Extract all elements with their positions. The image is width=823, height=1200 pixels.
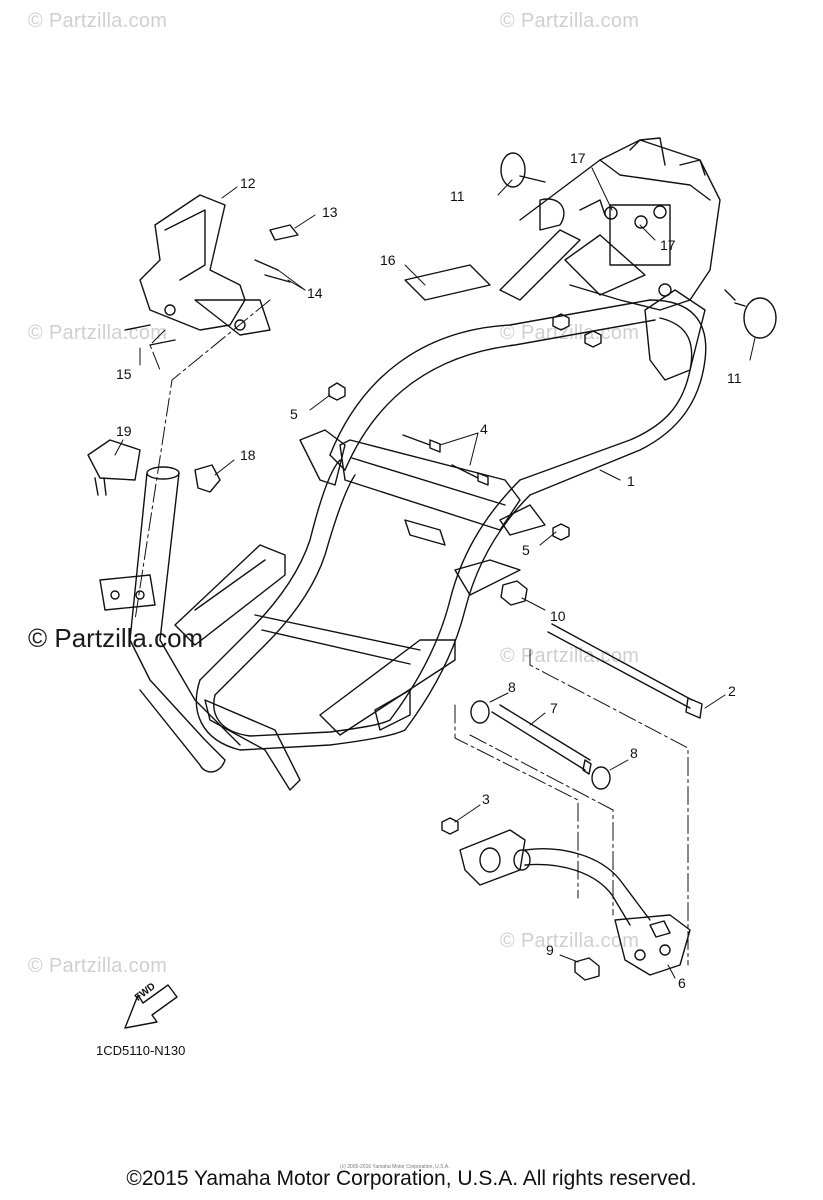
- leader-lines: [114, 167, 756, 979]
- callout-11: 11: [727, 370, 742, 386]
- callout-7: 7: [550, 700, 558, 716]
- callout-8: 8: [630, 745, 638, 761]
- callout-11: 11: [450, 188, 465, 204]
- callout-17: 17: [570, 150, 586, 166]
- callout-16: 16: [380, 252, 396, 268]
- callout-1: 1: [627, 473, 635, 489]
- watermark: © Partzilla.com: [500, 930, 640, 952]
- caution-label: [404, 264, 491, 301]
- upper-bracket-assembly: [124, 194, 299, 346]
- copyright-notice: ©2015 Yamaha Motor Corporation, U.S.A. A…: [126, 1167, 697, 1190]
- callout-12: 12: [240, 175, 256, 191]
- watermark: © Partzilla.com: [28, 955, 168, 977]
- fwd-arrow: [124, 984, 178, 1029]
- small-hardware: [328, 313, 602, 835]
- callout-2: 2: [728, 683, 736, 699]
- watermark: © Partzilla.com: [500, 322, 640, 344]
- callout-5: 5: [290, 406, 298, 422]
- callout-6: 6: [678, 975, 686, 991]
- callout-14: 14: [307, 285, 323, 301]
- steering-head: [87, 439, 241, 773]
- callout-15: 15: [116, 366, 132, 382]
- callout-10: 10: [550, 608, 566, 624]
- callout-4: 4: [480, 421, 488, 437]
- main-frame: [174, 299, 707, 791]
- callout-9: 9: [546, 942, 554, 958]
- engine-mount-assembly: [459, 580, 703, 981]
- watermark: © Partzilla.com: [28, 322, 168, 344]
- callout-3: 3: [482, 791, 490, 807]
- callout-18: 18: [240, 447, 256, 463]
- watermark: © Partzilla.com: [28, 10, 168, 32]
- callout-8: 8: [508, 679, 516, 695]
- callout-17: 17: [660, 237, 676, 253]
- callout-5: 5: [522, 542, 530, 558]
- callout-19: 19: [116, 423, 132, 439]
- rear-bracket: [499, 137, 736, 381]
- watermark-large: © Partzilla.com: [28, 623, 204, 653]
- rubber-grommets: [500, 152, 777, 339]
- callout-13: 13: [322, 204, 338, 220]
- tiny-notice: (c) 2005-2016 Yamaha Motor Corporation, …: [340, 1164, 450, 1170]
- group-lines: [134, 299, 689, 966]
- diagram-part-code: 1CD5110-N130: [96, 1043, 186, 1058]
- watermark: © Partzilla.com: [500, 10, 640, 32]
